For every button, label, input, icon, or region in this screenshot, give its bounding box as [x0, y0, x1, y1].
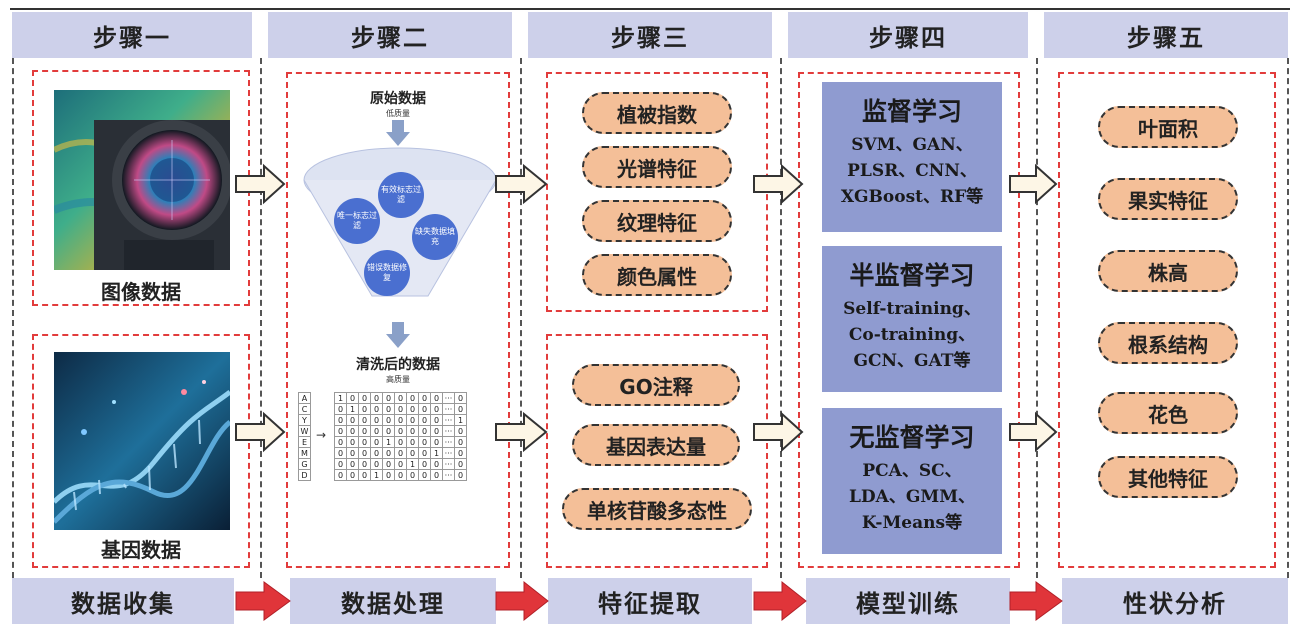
feature-color: 颜色属性 — [582, 254, 732, 296]
trait-leaf-area: 叶面积 — [1098, 106, 1238, 148]
matrix-cell: 0 — [418, 469, 431, 481]
unsupervised-methods: PCA、SC、 LDA、GMM、 K-Means等 — [848, 461, 976, 533]
footer-trait-analysis: 性状分析 — [1062, 578, 1288, 624]
matrix-cell: 0 — [334, 469, 347, 481]
base-row: A — [298, 392, 311, 404]
down-arrow-icon — [386, 120, 410, 146]
trait-fruit: 果实特征 — [1098, 178, 1238, 220]
filter-bubble-3: 缺失数据填充 — [412, 214, 458, 260]
flow-arrow-icon — [235, 163, 286, 205]
supervised-methods: SVM、GAN、 PLSR、CNN、 XGBoost、RF等 — [840, 135, 984, 207]
base-row: W — [298, 425, 311, 437]
column-divider — [260, 58, 262, 578]
matrix-cell: 0 — [454, 425, 467, 437]
column-divider — [1036, 58, 1038, 578]
base-row: D — [298, 469, 311, 481]
feature-go-annotation: GO注释 — [572, 364, 740, 406]
unsupervised-title: 无监督学习 — [849, 423, 975, 452]
column-divider — [520, 58, 522, 578]
top-border — [10, 8, 1290, 10]
encode-arrow-icon: → — [316, 428, 327, 442]
flow-arrow-icon — [753, 411, 804, 453]
gene-data-box: 基因数据 — [32, 334, 250, 568]
matrix-cell: 0 — [454, 458, 467, 470]
base-cell: A — [298, 392, 311, 404]
down-arrow-icon — [386, 322, 410, 348]
clean-data-quality: 高质量 — [386, 375, 410, 384]
header-step-5: 步骤五 — [1044, 12, 1288, 58]
trait-flower-color: 花色 — [1098, 392, 1238, 434]
footer-data-processing: 数据处理 — [290, 578, 496, 624]
feature-snp: 单核苷酸多态性 — [562, 488, 752, 530]
footer-feature-extraction: 特征提取 — [548, 578, 752, 624]
base-cell: W — [298, 425, 311, 437]
flow-arrow-icon — [753, 163, 804, 205]
trait-analysis-box: 叶面积 果实特征 株高 根系结构 花色 其他特征 — [1058, 72, 1276, 568]
header-step-3: 步骤三 — [528, 12, 772, 58]
filter-bubble-2: 唯一标志过滤 — [334, 198, 380, 244]
model-training-box: 监督学习 SVM、GAN、 PLSR、CNN、 XGBoost、RF等 半监督学… — [798, 72, 1020, 568]
supervised-learning-box: 监督学习 SVM、GAN、 PLSR、CNN、 XGBoost、RF等 — [822, 82, 1002, 232]
feature-gene-expression: 基因表达量 — [572, 424, 740, 466]
flow-arrow-icon — [495, 411, 548, 453]
semi-supervised-learning-box: 半监督学习 Self-training、 Co-training、 GCN、GA… — [822, 246, 1002, 392]
matrix-cell: 0 — [454, 469, 467, 481]
column-divider — [1287, 58, 1289, 578]
base-cell: C — [298, 403, 311, 415]
camera-lens-image — [54, 90, 230, 270]
matrix-cell: 0 — [454, 447, 467, 459]
trait-other: 其他特征 — [1098, 456, 1238, 498]
base-cell: D — [298, 469, 311, 481]
supervised-title: 监督学习 — [861, 97, 962, 126]
red-arrow-icon — [495, 580, 549, 622]
raw-data-quality: 低质量 — [386, 109, 410, 118]
column-divider — [12, 58, 14, 578]
footer-data-collection: 数据收集 — [12, 578, 234, 624]
gene-features-box: GO注释 基因表达量 单核苷酸多态性 — [546, 334, 768, 568]
clean-data-title: 清洗后的数据 — [356, 357, 440, 373]
red-arrow-icon — [1009, 581, 1063, 621]
semi-supervised-title: 半监督学习 — [849, 261, 975, 290]
red-arrow-icon — [235, 581, 291, 621]
gene-data-label: 基因数据 — [101, 538, 181, 562]
header-step-1: 步骤一 — [12, 12, 252, 58]
image-features-box: 植被指数 光谱特征 纹理特征 颜色属性 — [546, 72, 768, 312]
footer-model-training: 模型训练 — [806, 578, 1010, 624]
semi-supervised-methods: Self-training、 Co-training、 GCN、GAT等 — [843, 299, 981, 371]
filter-bubble-4: 错误数据修复 — [364, 250, 410, 296]
flow-arrow-icon — [235, 411, 286, 453]
feature-spectral: 光谱特征 — [582, 146, 732, 188]
trait-plant-height: 株高 — [1098, 250, 1238, 292]
unsupervised-learning-box: 无监督学习 PCA、SC、 LDA、GMM、 K-Means等 — [822, 408, 1002, 554]
flow-arrow-icon — [1009, 163, 1058, 205]
data-processing-box: 原始数据 低质量 有效标志过滤 唯一标志过滤 缺失数据填充 错误数据修复 清洗后… — [286, 72, 510, 568]
flow-arrow-icon — [495, 163, 548, 205]
header-step-2: 步骤二 — [268, 12, 512, 58]
image-data-box: 图像数据 — [32, 70, 250, 306]
image-data-label: 图像数据 — [101, 280, 181, 304]
dna-helix-image — [54, 352, 230, 530]
red-arrow-icon — [753, 580, 807, 622]
feature-texture: 纹理特征 — [582, 200, 732, 242]
filter-bubble-1: 有效标志过滤 — [378, 172, 424, 218]
header-step-4: 步骤四 — [788, 12, 1028, 58]
base-row: C — [298, 403, 311, 415]
feature-vegetation-index: 植被指数 — [582, 92, 732, 134]
flow-arrow-icon — [1009, 411, 1058, 453]
column-divider — [780, 58, 782, 578]
raw-data-title: 原始数据 — [370, 91, 426, 107]
trait-root-structure: 根系结构 — [1098, 322, 1238, 364]
